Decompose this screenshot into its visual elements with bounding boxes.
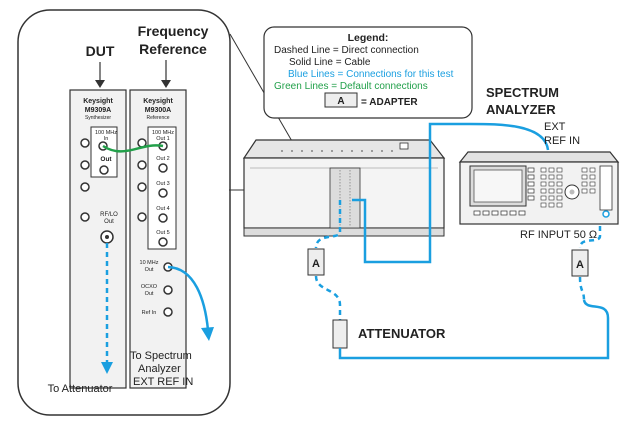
chassis-top xyxy=(242,139,446,159)
sa-keypad xyxy=(540,167,596,208)
module2-out3-connector[interactable] xyxy=(158,188,168,198)
blue-dashed-sa-to-adapter xyxy=(578,226,602,249)
chassis-module-slot xyxy=(329,167,361,229)
legend-adapter-box-label: A xyxy=(337,96,344,107)
module1-rflo-1: RF/LO xyxy=(100,212,118,218)
module1-desc: Synthesizer xyxy=(85,115,111,121)
legend-green: Green Lines = Default connections xyxy=(274,81,428,92)
module2-out1-2: Out 1 xyxy=(156,136,169,142)
sa-label-line1: SPECTRUM xyxy=(486,85,559,100)
module2-model: M9300A xyxy=(145,107,171,114)
module2-out2: Out 2 xyxy=(156,156,169,162)
module2-out5: Out 5 xyxy=(156,230,169,236)
module1-rflo-2: Out xyxy=(104,219,114,225)
legend-blue: Blue Lines = Connections for this test xyxy=(288,69,454,80)
to-sa-label-1: To Spectrum xyxy=(130,350,192,362)
module1-port-out: Out xyxy=(100,156,112,163)
module1-led-3 xyxy=(80,182,90,192)
module2-out2-connector[interactable] xyxy=(158,163,168,173)
module2-ocxo-1: OCXO xyxy=(141,284,158,290)
attenuator-label: ATTENUATOR xyxy=(358,326,446,341)
module1-port-in-2: In xyxy=(104,136,109,142)
module2-out5-connector[interactable] xyxy=(158,237,168,247)
sa-label-line2: ANALYZER xyxy=(486,102,556,117)
adapter-right xyxy=(571,249,589,277)
module2-led-3 xyxy=(137,182,147,192)
module2-10mhz-1: 10 MHz xyxy=(140,260,159,266)
adapter-left xyxy=(307,248,325,276)
module2-out1-1: 100 MHz xyxy=(152,130,174,136)
module2-led-2 xyxy=(137,160,147,170)
sa-softkeys xyxy=(473,167,535,216)
sa-rf-input-connector[interactable] xyxy=(602,210,610,218)
freq-ref-label-line1: Frequency xyxy=(138,23,209,39)
module1-led-4 xyxy=(80,212,90,222)
module1-led-1 xyxy=(80,138,90,148)
chassis-front-marks xyxy=(281,150,393,152)
module2-ocxo-2: Out xyxy=(145,291,154,297)
legend-dashed: Dashed Line = Direct connection xyxy=(274,45,419,56)
legend-box xyxy=(263,26,473,119)
adapter-left-label: A xyxy=(312,258,320,270)
blue-attenuator-to-sa-cable xyxy=(338,299,610,360)
module1-port-in-1: 100 MHz xyxy=(95,130,117,136)
legend-title: Legend: xyxy=(348,32,389,44)
module1-model: M9309A xyxy=(85,107,111,114)
legend-adapter-text: = ADAPTER xyxy=(361,97,418,108)
green-100mhz-cable xyxy=(102,144,164,153)
attenuator-body xyxy=(332,319,348,349)
blue-dashed-adapter-to-attenuator xyxy=(314,275,342,320)
module1-out-connector[interactable] xyxy=(99,165,109,175)
chassis-base xyxy=(243,227,445,237)
module2-desc: Reference xyxy=(146,115,169,121)
legend-solid: Solid Line = Cable xyxy=(289,57,371,68)
adapter-right-label: A xyxy=(576,259,584,271)
module2-led-4 xyxy=(137,212,147,222)
sa-top xyxy=(458,151,620,163)
module2-refin-connector[interactable] xyxy=(163,307,173,317)
to-sa-label-2: Analyzer xyxy=(138,363,181,375)
dut-label: DUT xyxy=(86,43,115,59)
legend-adapter-symbol xyxy=(324,92,358,108)
module2-brand: Keysight xyxy=(143,98,173,105)
module1-brand: Keysight xyxy=(83,98,113,105)
ext-ref-label-2: REF IN xyxy=(544,135,580,147)
module2-ocxo-connector[interactable] xyxy=(163,285,173,295)
rf-input-label: RF INPUT 50 Ω xyxy=(520,229,597,241)
module2-out4: Out 4 xyxy=(156,206,169,212)
module2-10mhz-2: Out xyxy=(145,267,154,273)
module2-refin: Ref In xyxy=(142,310,157,316)
to-sa-label-3: EXT REF IN xyxy=(133,376,193,388)
module2-out3: Out 3 xyxy=(156,181,169,187)
blue-10mhz-cable xyxy=(167,265,210,331)
ext-ref-label-1: EXT xyxy=(544,121,566,133)
module1-led-2 xyxy=(80,160,90,170)
to-attenuator-label: To Attenuator xyxy=(48,383,113,395)
blue-chassis-to-ext-ref-cable xyxy=(352,122,550,264)
module2-out4-connector[interactable] xyxy=(158,213,168,223)
freq-ref-label-line2: Reference xyxy=(139,41,207,57)
